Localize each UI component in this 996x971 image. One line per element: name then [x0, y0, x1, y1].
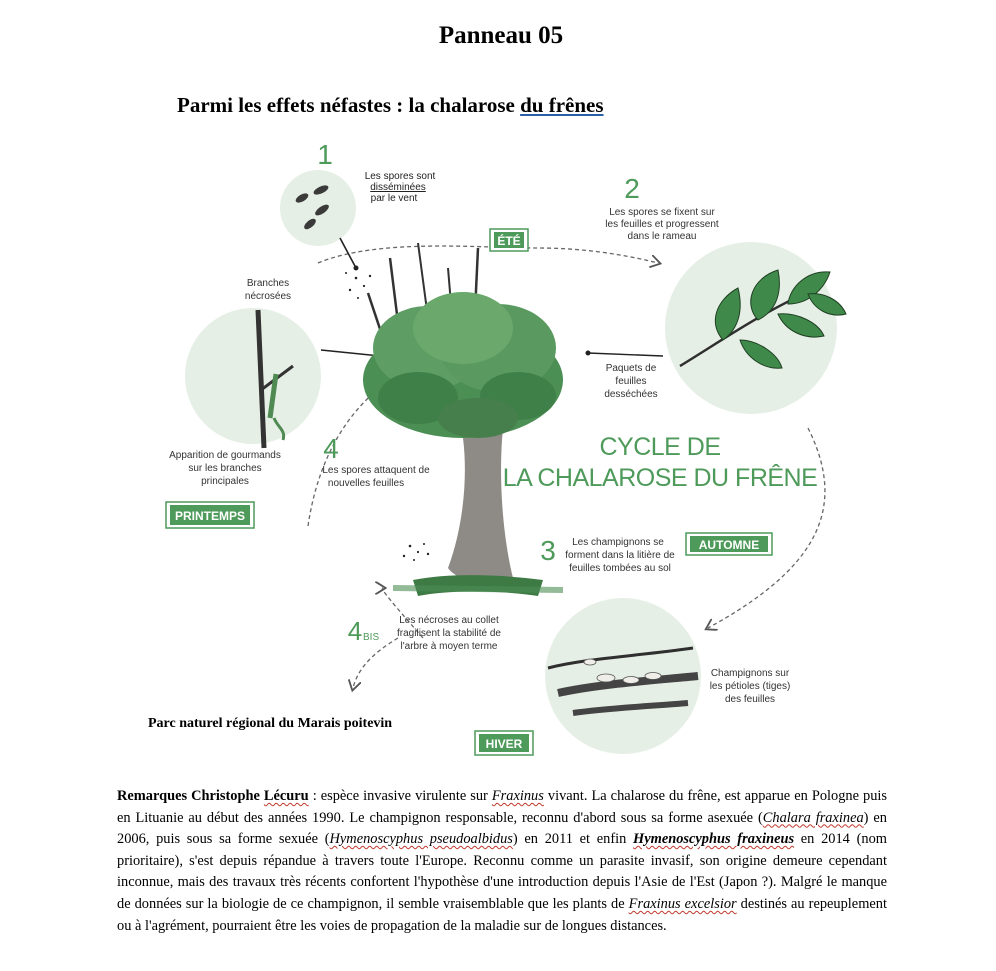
svg-text:les feuilles et progressent: les feuilles et progressent — [605, 219, 719, 230]
svg-text:Apparition de gourmands: Apparition de gourmands — [169, 450, 281, 461]
circle-leaves — [585, 242, 847, 414]
label-champignons: Champignons sur les pétioles (tiges) des… — [710, 668, 791, 705]
remarks-author-name: Lécuru — [263, 788, 309, 804]
svg-text:disséminées: disséminées — [370, 182, 426, 193]
step-4bis-suffix: BIS — [363, 632, 379, 643]
step-4bis-number: 4 — [348, 616, 362, 646]
season-automne-label: AUTOMNE — [699, 538, 759, 552]
circle-branches — [185, 308, 383, 449]
heading-part-2: du frênes — [520, 93, 604, 117]
step-1-caption: Les spores sont disséminées par le vent — [365, 171, 436, 204]
remarks-text-3: ) en 2006, puis sous sa forme sexuée ( — [117, 809, 887, 848]
ash-tree — [345, 242, 564, 596]
remarks-author-label: Remarques Christophe — [117, 788, 264, 804]
chalarose-cycle-illustration: ÉTÉ AUTOMNE HIVER PRINTEMPS 1 2 3 4 4 BI… — [118, 128, 878, 773]
cycle-title: CYCLE DE LA CHALAROSE DU FRÊNE — [503, 433, 818, 492]
section-heading: Parmi les effets néfastes : la chalarose… — [177, 93, 604, 118]
svg-text:l'arbre à moyen terme: l'arbre à moyen terme — [401, 641, 498, 652]
step-3-number: 3 — [540, 535, 556, 566]
svg-text:par le vent: par le vent — [371, 193, 418, 204]
season-printemps-label: PRINTEMPS — [175, 509, 245, 523]
label-branches: Branches nécrosées — [245, 278, 291, 302]
label-paquets: Paquets de feuilles desséchées — [604, 363, 657, 400]
step-4-number: 4 — [323, 433, 339, 464]
circle-spores — [280, 170, 359, 271]
remarks-text-5: en 2014 (nom prioritaire), s'est depuis … — [117, 831, 887, 912]
svg-text:fragilisent la stabilité de: fragilisent la stabilité de — [397, 628, 501, 639]
svg-text:Les spores attaquent de: Les spores attaquent de — [322, 465, 430, 476]
season-printemps-badge: PRINTEMPS — [165, 501, 255, 529]
step-2-caption: Les spores se fixent sur les feuilles et… — [605, 207, 719, 242]
svg-text:forment dans la litière de: forment dans la litière de — [565, 550, 675, 561]
season-automne-badge: AUTOMNE — [685, 532, 773, 556]
svg-text:Les spores sont: Les spores sont — [365, 171, 436, 182]
remarks-text-6: destinés au repeuplement ou à l'agrément… — [117, 895, 887, 934]
cycle-arrow-bottom — [382, 588, 424, 639]
svg-text:Les spores se fixent sur: Les spores se fixent sur — [609, 207, 715, 218]
svg-text:les pétioles (tiges): les pétioles (tiges) — [710, 681, 791, 692]
step-2-number: 2 — [624, 173, 640, 204]
remarks-text-2: vivant. La chalarose du frêne, est appar… — [117, 788, 888, 826]
step-1-number: 1 — [317, 139, 333, 170]
remarks-text-1: : espèce invasive virulente sur — [308, 788, 492, 804]
remarks-paragraph: Remarques Christophe Lécuru : espèce inv… — [117, 786, 887, 937]
svg-text:feuilles tombées au sol: feuilles tombées au sol — [569, 563, 671, 574]
page-title: Panneau 05 — [438, 22, 564, 49]
svg-text:CYCLE DE: CYCLE DE — [599, 433, 720, 461]
remarks-text-4: ) en 2011 et enfin — [512, 831, 634, 848]
species-hymenoscyphus-fraxineus: Hymenoscyphus fraxineus — [633, 831, 795, 848]
season-ete-label: ÉTÉ — [497, 233, 520, 248]
step-4bis-caption: Les nécroses au collet fragilisent la st… — [397, 615, 501, 652]
genus-fraxinus: Fraxinus — [491, 788, 544, 804]
svg-text:dans le rameau: dans le rameau — [628, 231, 697, 242]
svg-text:Branches: Branches — [247, 278, 289, 289]
svg-text:sur les branches: sur les branches — [188, 463, 261, 474]
svg-text:desséchées: desséchées — [604, 389, 657, 400]
step-4-caption: Les spores attaquent de nouvelles feuill… — [322, 465, 430, 489]
svg-text:des feuilles: des feuilles — [725, 694, 775, 705]
label-gourmands: Apparition de gourmands sur les branches… — [169, 450, 281, 487]
step-3-caption: Les champignons se forment dans la litiè… — [565, 537, 675, 574]
cycle-arrow-4bis — [353, 637, 399, 688]
species-fraxinus-excelsior: Fraxinus excelsior — [628, 895, 737, 912]
species-chalara-fraxinea: Chalara fraxinea — [762, 809, 864, 826]
figure-credit: Parc naturel régional du Marais poitevin — [148, 716, 393, 731]
heading-part-1: Parmi les effets néfastes : la chalarose — [177, 93, 521, 117]
cycle-arrow-right — [708, 427, 826, 628]
cycle-arrow-top — [317, 245, 658, 263]
svg-text:principales: principales — [201, 476, 249, 487]
season-ete-badge: ÉTÉ — [489, 228, 529, 252]
circle-mushrooms — [545, 598, 701, 754]
svg-text:Les nécroses au collet: Les nécroses au collet — [399, 615, 499, 626]
season-hiver-label: HIVER — [486, 737, 523, 751]
svg-text:Les champignons se: Les champignons se — [572, 537, 664, 548]
svg-text:nécrosées: nécrosées — [245, 291, 291, 302]
svg-text:nouvelles feuilles: nouvelles feuilles — [328, 478, 404, 489]
svg-text:Champignons sur: Champignons sur — [711, 668, 790, 679]
species-hymenoscyphus-pseudoalbidus: Hymenoscyphus pseudoalbidus — [329, 831, 513, 848]
svg-text:LA CHALAROSE DU FRÊNE: LA CHALAROSE DU FRÊNE — [503, 463, 818, 492]
season-hiver-badge: HIVER — [474, 730, 534, 756]
svg-text:feuilles: feuilles — [615, 376, 646, 387]
svg-text:Paquets de: Paquets de — [606, 363, 657, 374]
